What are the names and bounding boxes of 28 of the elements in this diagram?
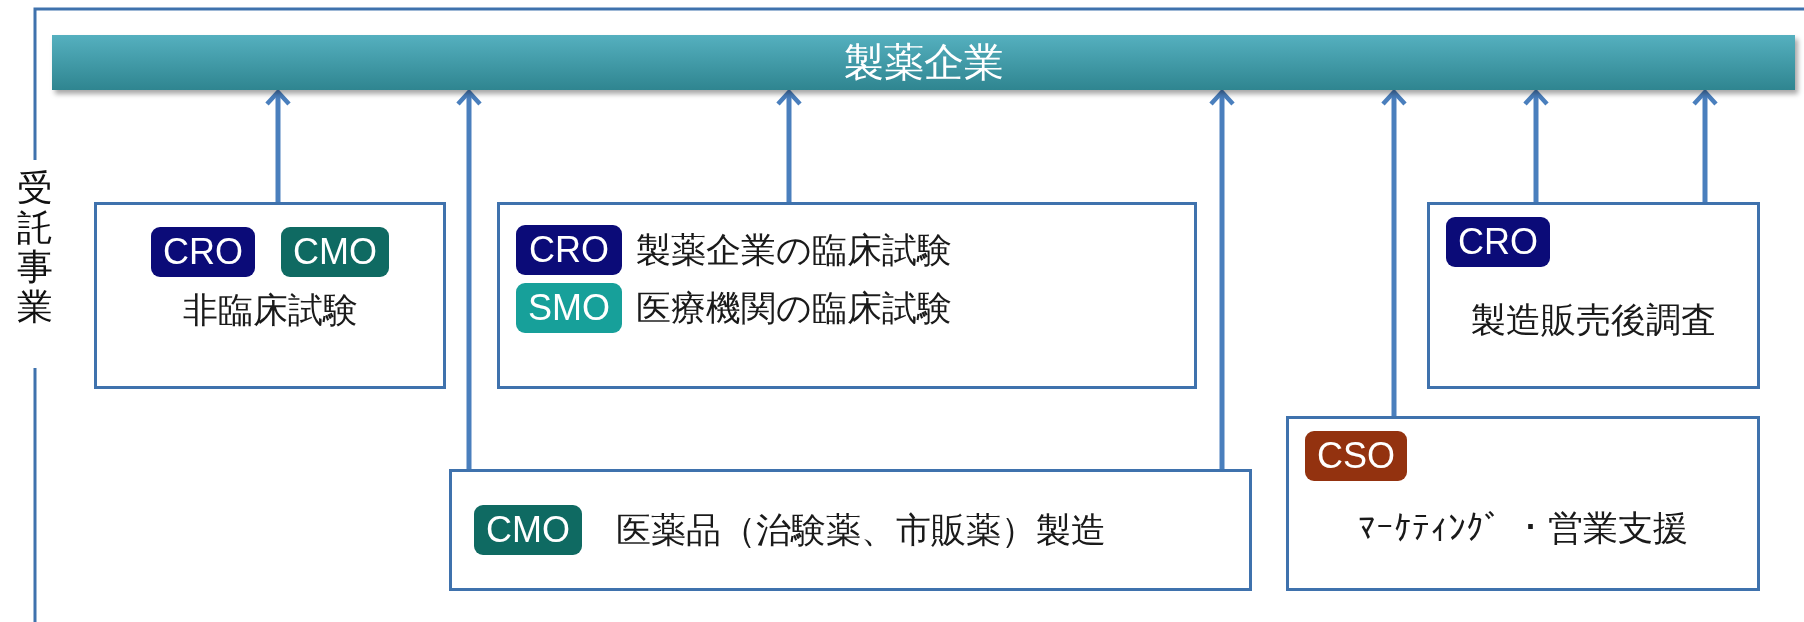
arrow	[1380, 89, 1408, 416]
service-box	[449, 469, 1252, 591]
service-text: 非臨床試験	[182, 289, 358, 332]
service-text: 製造販売後調査	[1470, 299, 1717, 342]
badge: CRO	[516, 225, 622, 275]
badge: CSO	[1305, 431, 1407, 481]
service-text: 製薬企業の臨床試験	[636, 228, 953, 272]
service-text: ﾏｰｹﾃｨﾝｸﾞ ・営業支援	[1356, 507, 1690, 550]
badge: CRO	[151, 227, 255, 277]
arrow	[1208, 89, 1236, 469]
header-banner	[52, 35, 1795, 90]
service-box	[497, 202, 1197, 389]
side-label: 受託事業	[17, 168, 53, 327]
badge: CMO	[474, 505, 582, 555]
badge: CRO	[1446, 217, 1550, 267]
arrow	[264, 89, 292, 202]
service-box	[1427, 202, 1760, 389]
arrow	[775, 89, 803, 202]
service-text: 医療機関の臨床試験	[636, 286, 953, 330]
service-box	[94, 202, 446, 389]
service-text: 医薬品（治験薬、市販薬）製造	[616, 508, 1106, 552]
service-box	[1286, 416, 1760, 591]
arrow	[1691, 89, 1719, 202]
banner-title: 製薬企業	[843, 38, 1004, 87]
arrow	[1522, 89, 1550, 202]
arrow	[455, 89, 483, 469]
badge: CMO	[281, 227, 389, 277]
badge: SMO	[516, 283, 622, 333]
